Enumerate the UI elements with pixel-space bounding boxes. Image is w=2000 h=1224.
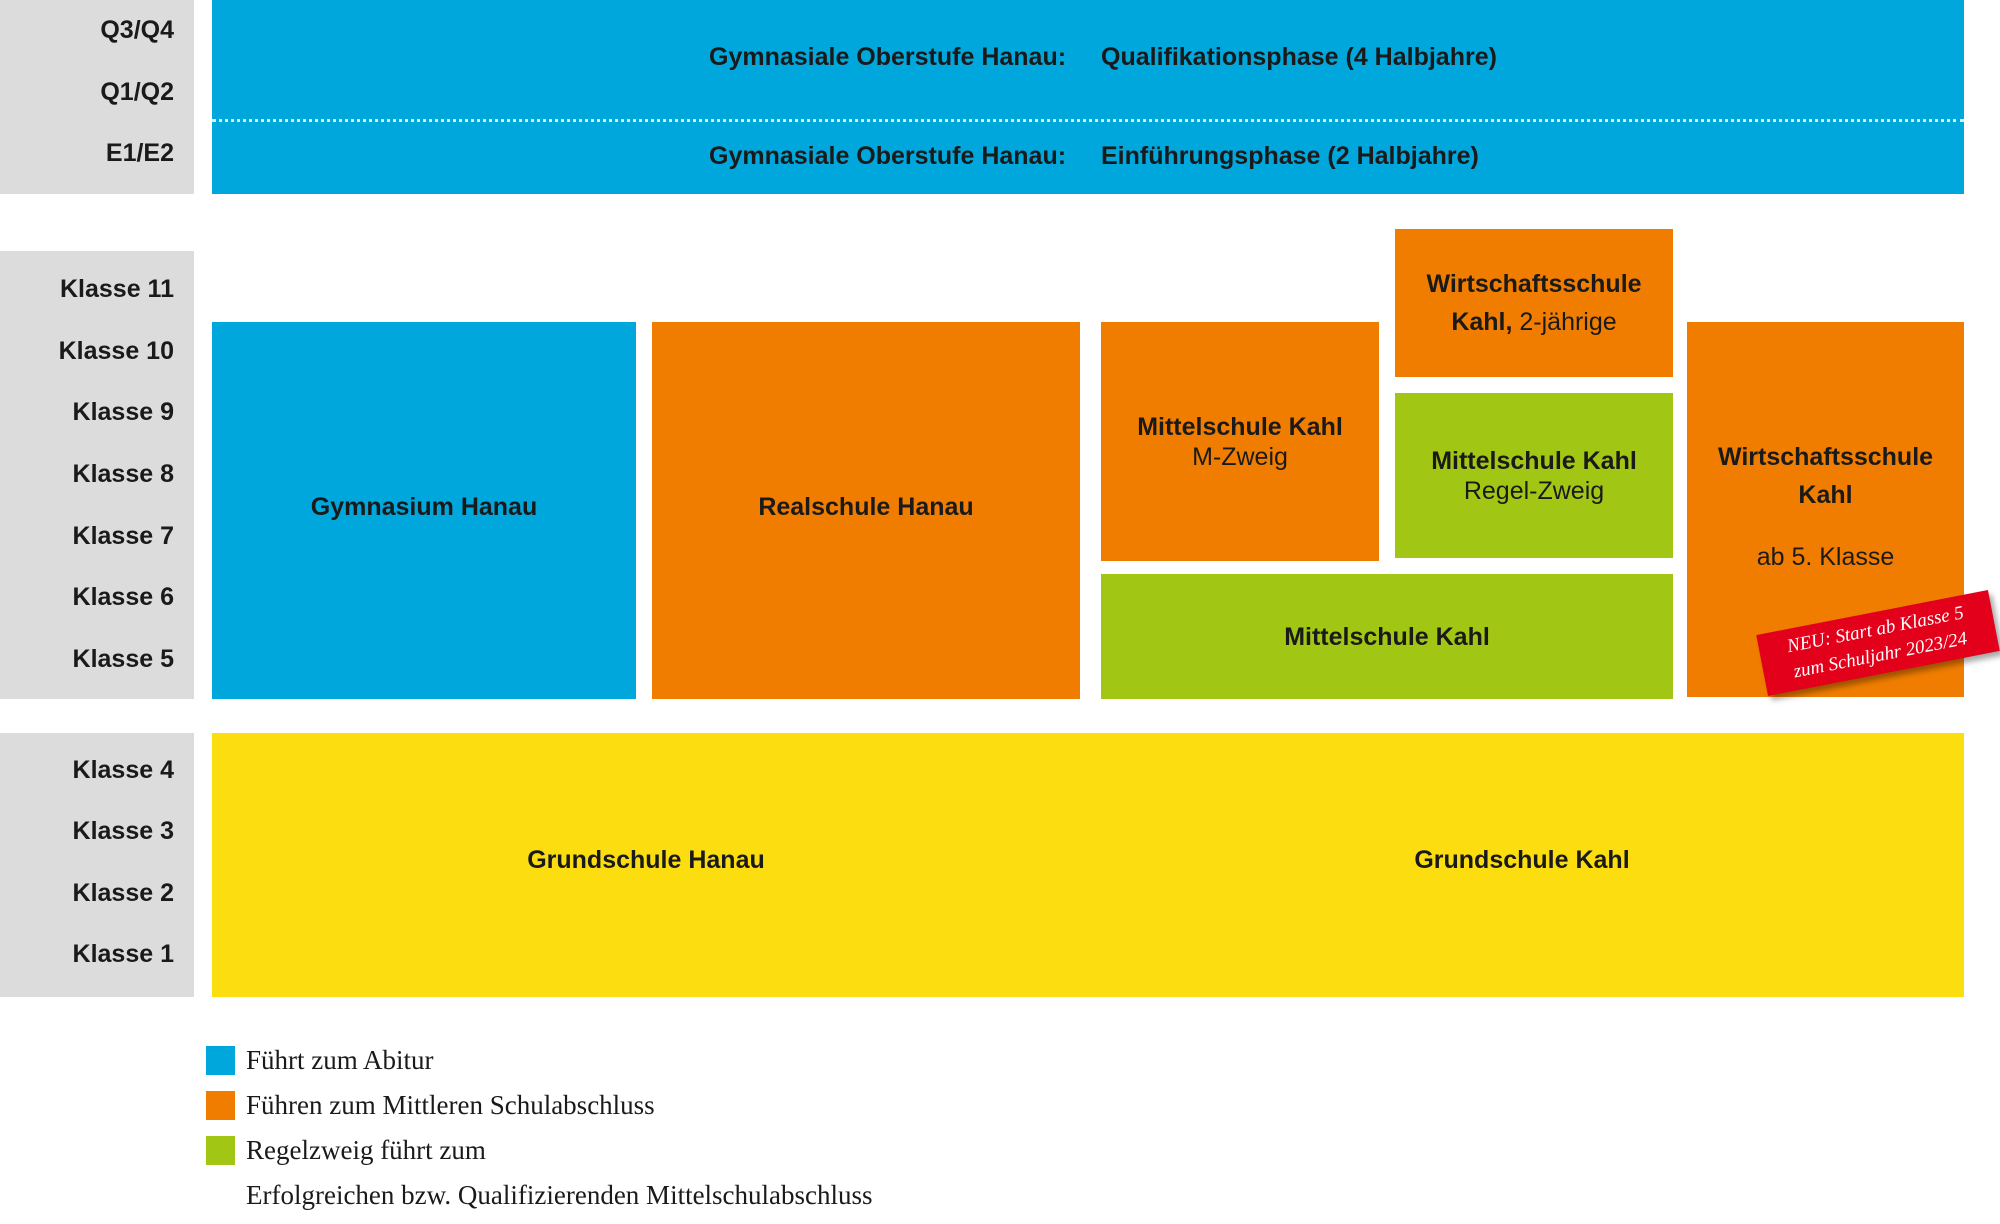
wirtschaftsschule-2jaehrig-line2: Kahl, 2-jährige (1451, 303, 1616, 341)
oberstufe-q-phase: Qualifikationsphase (4 Halbjahre) (1101, 43, 1497, 71)
realschule-hanau-block: Realschule Hanau (652, 322, 1080, 699)
label-klasse-3: Klasse 3 (72, 817, 174, 845)
label-klasse-7: Klasse 7 (72, 522, 174, 550)
label-klasse-6: Klasse 6 (72, 583, 174, 611)
oberstufe-e-school: Gymnasiale Oberstufe Hanau: (709, 142, 1067, 170)
wirtschaftsschule-kahl-title-2: Kahl (1798, 481, 1853, 509)
wirtschaftsschule-kahl-title-1: Wirtschaftsschule (1717, 443, 1934, 471)
wirtschaftsschule-2jaehrig-title: Wirtschaftsschule (1426, 270, 1642, 298)
oberstufe-q-school: Gymnasiale Oberstufe Hanau: (709, 43, 1067, 71)
legend-swatch-green (206, 1136, 235, 1165)
oberstufe-block: Gymnasiale Oberstufe Hanau: Qualifikatio… (212, 0, 1964, 194)
legend-swatch-orange (206, 1091, 235, 1120)
mittelschule-m-zweig-block: Mittelschule Kahl M-Zweig (1101, 322, 1379, 561)
label-klasse-10: Klasse 10 (58, 337, 174, 365)
mittelschule-regel-zweig-block: Mittelschule Kahl Regel-Zweig (1395, 393, 1673, 558)
label-bar-secondary: Klasse 11 Klasse 10 Klasse 9 Klasse 8 Kl… (0, 251, 194, 699)
wirtschaftsschule-2jaehrig-kahl: Kahl, (1451, 308, 1513, 336)
label-klasse-2: Klasse 2 (72, 879, 174, 907)
grundschule-kahl-label: Grundschule Kahl (1414, 846, 1630, 874)
oberstufe-e-phase: Einführungsphase (2 Halbjahre) (1101, 142, 1479, 170)
label-klasse-9: Klasse 9 (72, 398, 174, 426)
grundschule-block: Grundschule Hanau Grundschule Kahl (212, 733, 1964, 997)
legend-regel-2: Erfolgreichen bzw. Qualifizierenden Mitt… (246, 1180, 873, 1210)
wirtschaftsschule-2jaehrig-block: Wirtschaftsschule Kahl, 2-jährige (1395, 229, 1673, 377)
mittelschule-m-zweig-title: Mittelschule Kahl (1137, 412, 1343, 441)
gymnasium-hanau-label: Gymnasium Hanau (310, 493, 538, 521)
mittelschule-regel-zweig-sub: Regel-Zweig (1463, 476, 1605, 505)
mittelschule-kahl-label: Mittelschule Kahl (1284, 622, 1490, 651)
wirtschaftsschule-2jaehrig-sub: 2-jährige (1519, 308, 1617, 336)
legend-regel-1: Regelzweig führt zum (246, 1135, 486, 1165)
label-klasse-5: Klasse 5 (72, 645, 174, 673)
label-klasse-11: Klasse 11 (60, 275, 174, 303)
gymnasium-hanau-block: Gymnasium Hanau (212, 322, 636, 699)
legend-abitur: Führt zum Abitur (246, 1045, 434, 1075)
realschule-hanau-label: Realschule Hanau (758, 493, 974, 521)
mittelschule-regel-zweig-title: Mittelschule Kahl (1431, 446, 1637, 475)
label-q1q2: Q1/Q2 (100, 78, 174, 106)
mittelschule-kahl-block: Mittelschule Kahl (1101, 574, 1673, 699)
oberstufe-divider (212, 119, 1964, 122)
mittelschule-m-zweig-sub: M-Zweig (1192, 442, 1288, 471)
grundschule-hanau-label: Grundschule Hanau (527, 846, 765, 874)
legend-mittlerer: Führen zum Mittleren Schulabschluss (246, 1090, 655, 1120)
legend-swatch-blue (206, 1046, 235, 1075)
label-klasse-4: Klasse 4 (72, 756, 174, 784)
label-q3q4: Q3/Q4 (100, 16, 174, 44)
label-klasse-1: Klasse 1 (72, 940, 174, 968)
label-e1e2: E1/E2 (105, 139, 174, 167)
label-klasse-8: Klasse 8 (72, 460, 174, 488)
label-bar-oberstufe: Q3/Q4 Q1/Q2 E1/E2 (0, 0, 194, 194)
wirtschaftsschule-kahl-sub: ab 5. Klasse (1756, 543, 1895, 571)
label-bar-primary: Klasse 4 Klasse 3 Klasse 2 Klasse 1 (0, 733, 194, 997)
